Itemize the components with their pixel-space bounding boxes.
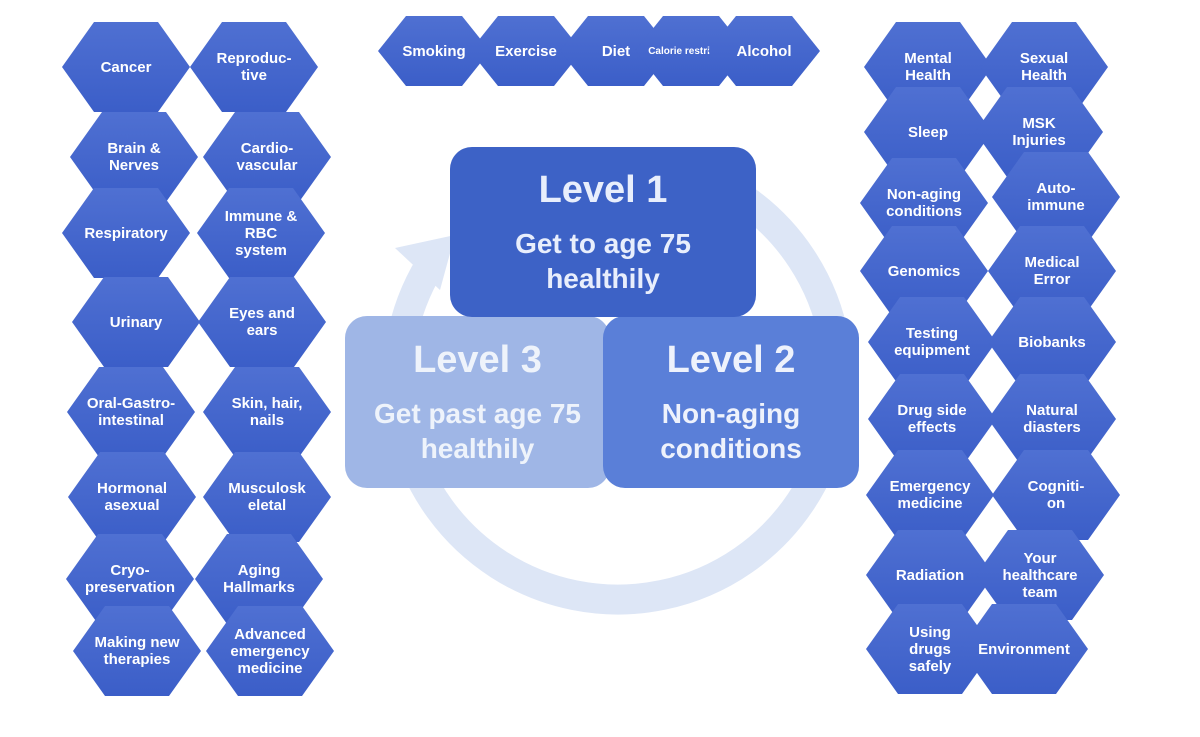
level-2-box: Level 2 Non-aging conditions: [603, 316, 859, 488]
hexagon-alcohol: Alcohol: [708, 16, 820, 86]
level-3-description: Get past age 75 healthily: [374, 398, 581, 464]
level-1-box: Level 1 Get to age 75 healthily: [450, 147, 756, 317]
level-3-box: Level 3 Get past age 75 healthily: [345, 316, 610, 488]
level-1-title: Level 1: [538, 169, 668, 211]
level-2-title: Level 2: [666, 339, 796, 381]
level-1-description: Get to age 75 healthily: [515, 228, 691, 294]
level-3-title: Level 3: [413, 339, 542, 381]
level-2-description: Non-aging conditions: [660, 398, 802, 464]
